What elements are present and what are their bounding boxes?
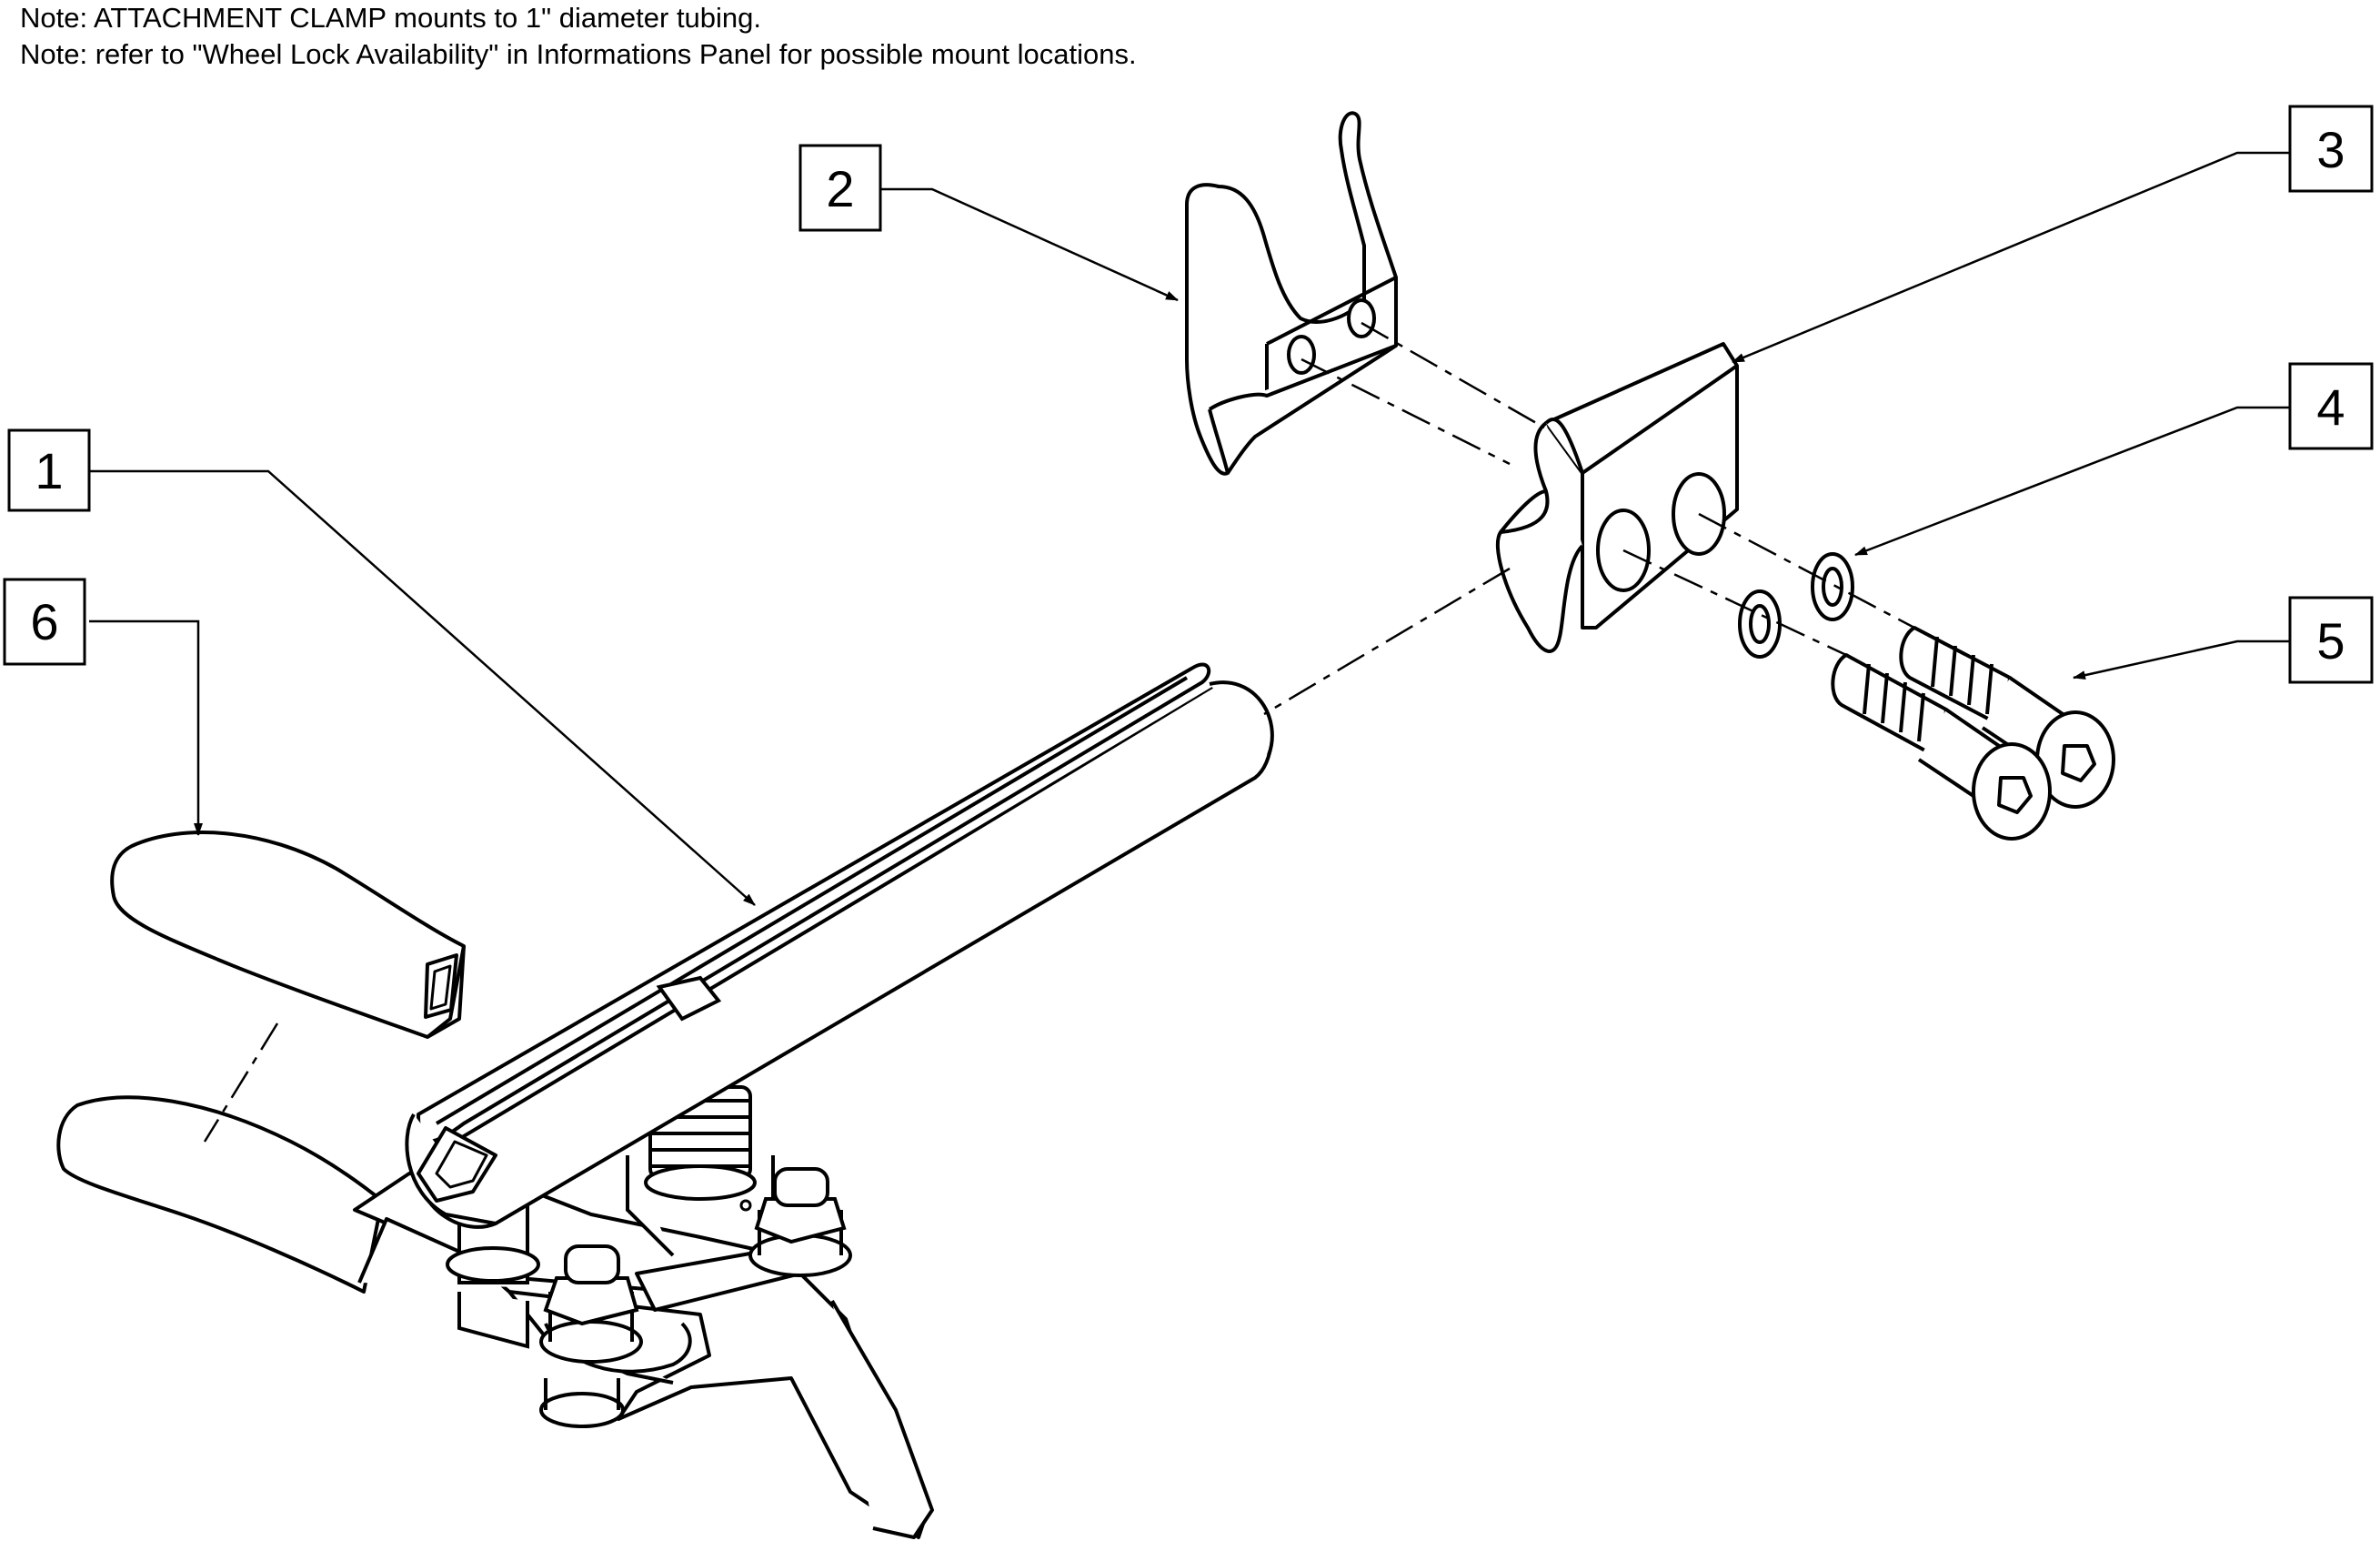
- svg-text:2: 2: [826, 160, 854, 217]
- svg-text:1: 1: [35, 442, 63, 499]
- callout-5: 5: [2288, 596, 2374, 684]
- callout-6: 6: [3, 578, 86, 666]
- leader-lines: [89, 151, 2290, 906]
- notes-block: Note: ATTACHMENT CLAMP mounts to 1" diam…: [20, 0, 1137, 73]
- hand-grip-part: [110, 831, 466, 1039]
- note-attachment-clamp: Note: ATTACHMENT CLAMP mounts to 1" diam…: [20, 2, 762, 34]
- post-top-nut: [656, 975, 722, 1022]
- cap-screw-parts: [1831, 626, 2115, 841]
- hex-nut-center: [539, 1244, 643, 1364]
- svg-text:6: 6: [30, 593, 58, 650]
- assembly-dashed-lines: [203, 321, 1915, 1143]
- svg-text:3: 3: [2316, 121, 2345, 178]
- lock-washer-parts: [1738, 552, 1854, 659]
- callout-2: 2: [798, 144, 882, 232]
- callout-3: 3: [2288, 105, 2374, 193]
- hex-nut-right: [748, 1167, 852, 1277]
- svg-text:5: 5: [2316, 612, 2345, 670]
- clamp-half-part: [1185, 111, 1398, 476]
- clamp-block-part: [1495, 342, 1739, 653]
- callout-1: 1: [7, 428, 91, 512]
- hex-nut-lower: [539, 1378, 625, 1428]
- callout-4: 4: [2288, 362, 2374, 450]
- note-wheel-lock-availability: Note: refer to "Wheel Lock Availability"…: [20, 38, 1137, 70]
- svg-text:4: 4: [2316, 378, 2345, 436]
- clamp-channel-part: [405, 662, 1274, 1229]
